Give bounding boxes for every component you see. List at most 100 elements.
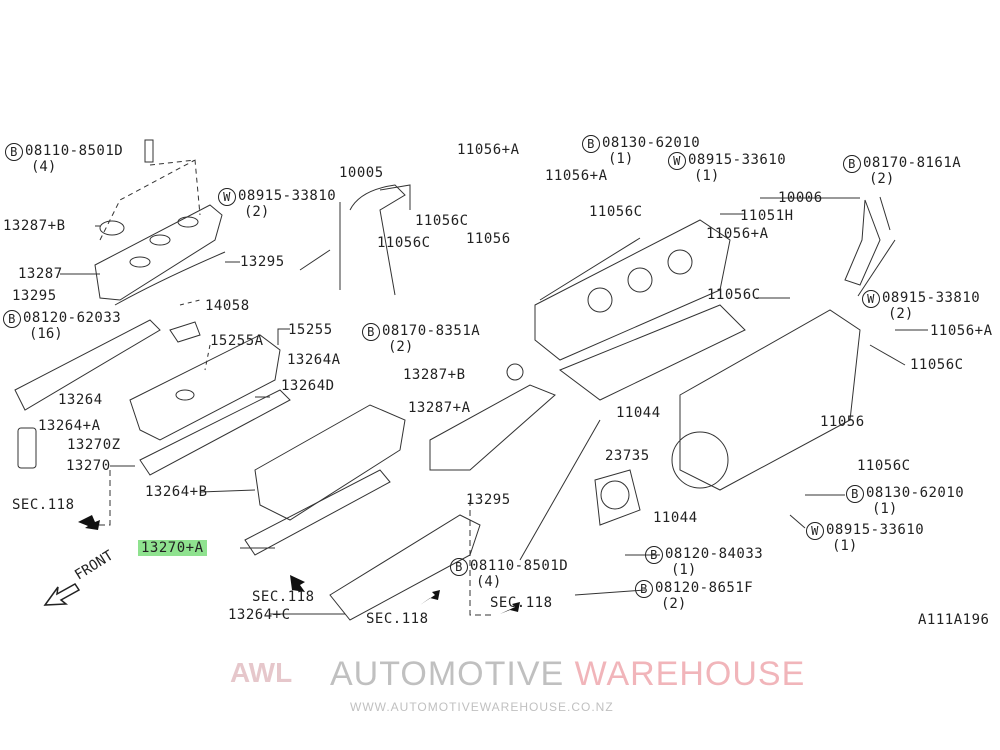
part-callout[interactable]: 13287: [18, 266, 63, 282]
part-callout[interactable]: 13264: [58, 392, 103, 408]
part-callout[interactable]: SEC.118: [490, 595, 553, 611]
part-number: 13264: [58, 392, 103, 408]
part-callout[interactable]: 11044: [616, 405, 661, 421]
part-number: 08915-33810: [882, 290, 981, 306]
part-callout[interactable]: 11044: [653, 510, 698, 526]
part-callout[interactable]: 11056C: [707, 287, 761, 303]
part-number: 13264A: [287, 352, 341, 368]
sec-arrows: [78, 515, 520, 614]
bolt-symbol-icon: B: [846, 485, 864, 503]
part-number: 08915-33810: [238, 188, 337, 204]
part-callout[interactable]: SEC.118: [252, 589, 315, 605]
part-callout[interactable]: 13264+A: [38, 418, 101, 434]
part-number: 08170-8351A: [382, 323, 481, 339]
part-quantity: (4): [31, 159, 57, 175]
part-callout[interactable]: 11056C: [589, 204, 643, 220]
part-callout[interactable]: 13295: [466, 492, 511, 508]
part-callout[interactable]: 11056+A: [930, 323, 993, 339]
part-callout[interactable]: 11056+A: [457, 142, 520, 158]
part-number: 11056C: [415, 213, 469, 229]
part-number: 11056C: [589, 204, 643, 220]
part-number: 13295: [466, 492, 511, 508]
part-number: 08120-62033: [23, 310, 122, 326]
part-quantity: (2): [388, 339, 414, 355]
part-quantity: (4): [476, 574, 502, 590]
bolt-symbol-icon: B: [843, 155, 861, 173]
part-number: 11056C: [857, 458, 911, 474]
rocker-cover-left: [14, 299, 291, 476]
part-number: 08110-8501D: [25, 143, 124, 159]
part-callout[interactable]: 13264+C: [228, 607, 291, 623]
part-callout[interactable]: 13295: [12, 288, 57, 304]
part-callout[interactable]: 11056+A: [545, 168, 608, 184]
part-number: 08915-33610: [688, 152, 787, 168]
part-callout[interactable]: 11056C: [910, 357, 964, 373]
part-callout[interactable]: 13270+A: [138, 540, 207, 556]
bolt-symbol-icon: B: [362, 323, 380, 341]
part-callout[interactable]: 11056C: [415, 213, 469, 229]
bolt-symbol-icon: B: [635, 580, 653, 598]
part-callout[interactable]: 13287+A: [408, 400, 471, 416]
part-number: 14058: [205, 298, 250, 314]
part-callout[interactable]: 14058: [205, 298, 250, 314]
part-callout[interactable]: 11056+A: [706, 226, 769, 242]
part-callout[interactable]: SEC.118: [12, 497, 75, 513]
intake-collector-left: [94, 139, 226, 306]
part-callout[interactable]: 23735: [605, 448, 650, 464]
front-arrow: [43, 583, 81, 606]
part-callout[interactable]: 11056: [466, 231, 511, 247]
bolt-symbol-icon: B: [3, 310, 21, 328]
part-callout[interactable]: 13264A: [287, 352, 341, 368]
part-callout[interactable]: 13287+B: [403, 367, 466, 383]
part-number: 11056+A: [930, 323, 993, 339]
part-callout[interactable]: 13264+B: [145, 484, 208, 500]
part-number: 11056C: [377, 235, 431, 251]
part-number: 13270Z: [67, 437, 121, 453]
part-callout[interactable]: 13295: [240, 254, 285, 270]
part-callout[interactable]: 11056C: [377, 235, 431, 251]
part-quantity: (2): [661, 596, 687, 612]
part-number: 23735: [605, 448, 650, 464]
part-number: 11056: [820, 414, 865, 430]
part-quantity: (1): [832, 538, 858, 554]
bolt-symbol-icon: B: [645, 546, 663, 564]
leader-lines: [60, 196, 928, 616]
part-number: 13287+B: [403, 367, 466, 383]
watermark-logo: AWL: [230, 657, 293, 688]
part-number: 08120-8651F: [655, 580, 754, 596]
part-number: 13287+B: [3, 218, 66, 234]
part-callout[interactable]: 11056: [820, 414, 865, 430]
part-callout[interactable]: 15255A: [210, 333, 264, 349]
watermark: AUTOMOTIVE WAREHOUSE: [330, 655, 806, 693]
part-callout[interactable]: 13270Z: [67, 437, 121, 453]
part-callout[interactable]: 11056C: [857, 458, 911, 474]
part-number: 08170-8161A: [863, 155, 962, 171]
part-callout[interactable]: SEC.118: [366, 611, 429, 627]
part-callout[interactable]: 13264D: [281, 378, 335, 394]
part-callout[interactable]: 10006: [778, 190, 823, 206]
part-callout[interactable]: 13287+B: [3, 218, 66, 234]
part-callout[interactable]: 10005: [339, 165, 384, 181]
part-number: 08130-62010: [866, 485, 965, 501]
part-callout[interactable]: 13270: [66, 458, 111, 474]
part-callout[interactable]: 11051H: [740, 208, 794, 224]
bolt-symbol-icon: B: [5, 143, 23, 161]
part-number: 08120-84033: [665, 546, 764, 562]
part-callout[interactable]: 15255: [288, 322, 333, 338]
washer-symbol-icon: W: [668, 152, 686, 170]
part-number: 13295: [240, 254, 285, 270]
